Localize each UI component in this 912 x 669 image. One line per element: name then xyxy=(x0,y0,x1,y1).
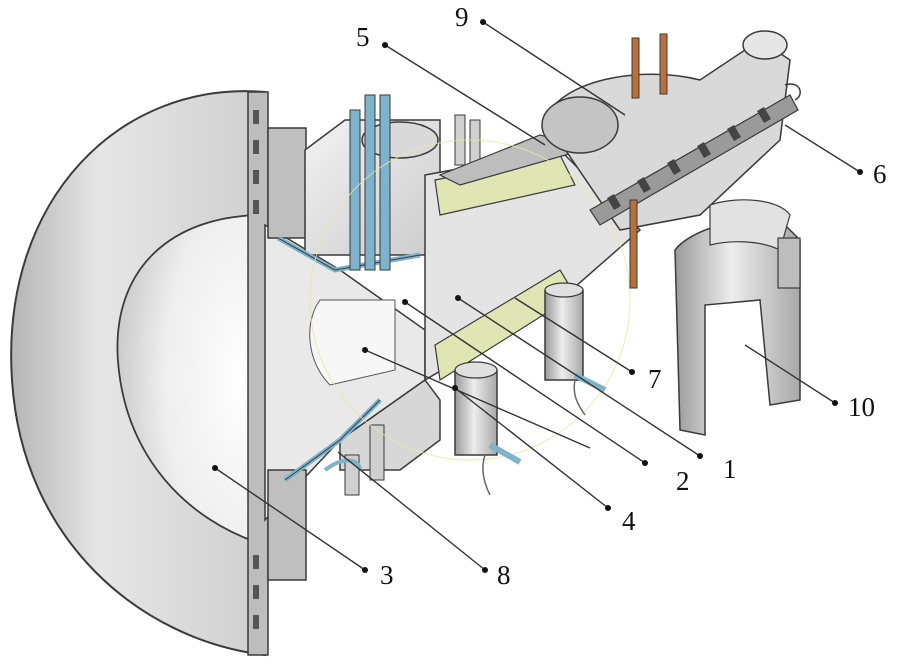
exhaust-duct xyxy=(674,199,801,436)
callout-2: 2 xyxy=(676,466,690,496)
callout-labels: 1 2 3 4 5 6 7 8 9 10 xyxy=(356,2,887,590)
nozzle-bell xyxy=(264,127,426,581)
callout-1: 1 xyxy=(723,454,737,484)
outer-flange xyxy=(10,90,269,657)
discharge-chamber xyxy=(309,134,642,461)
callout-10: 10 xyxy=(848,392,875,422)
callout-9: 9 xyxy=(455,2,469,32)
lower-housing xyxy=(283,378,441,496)
callout-3: 3 xyxy=(380,560,394,590)
upper-housing xyxy=(276,94,481,273)
callout-7: 7 xyxy=(648,364,662,394)
leader-lines xyxy=(214,21,861,571)
leader-dots xyxy=(212,19,863,573)
callout-6: 6 xyxy=(873,159,887,189)
cathode-assembly xyxy=(541,30,801,289)
callout-4: 4 xyxy=(622,506,636,536)
callout-5: 5 xyxy=(356,22,370,52)
gas-inlet-cylinders xyxy=(454,282,607,496)
callout-8: 8 xyxy=(497,560,511,590)
